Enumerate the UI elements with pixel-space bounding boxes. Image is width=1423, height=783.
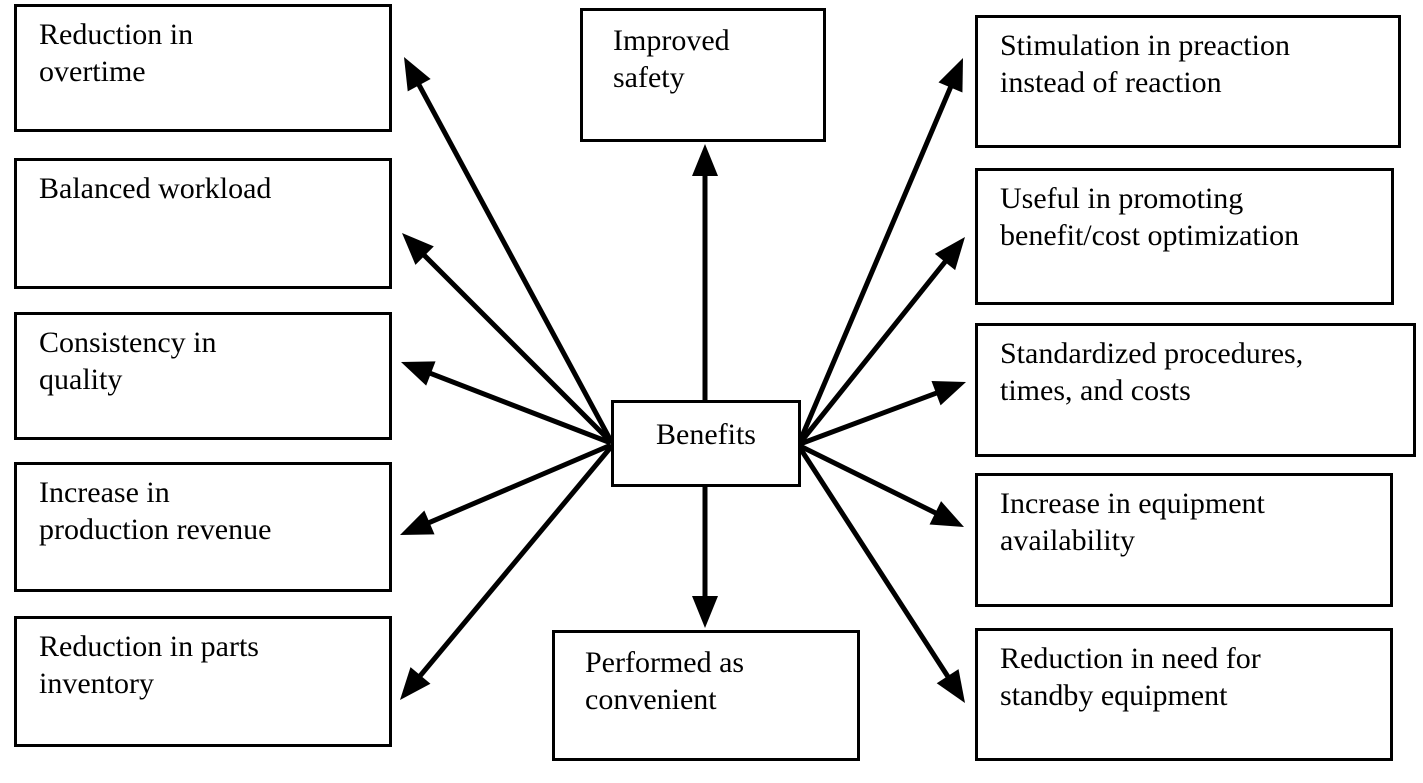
node-increase-in-equipment-availability[interactable]: Increase in equipment availability <box>975 473 1393 607</box>
node-label: Increase in production revenue <box>39 476 272 546</box>
node-improved-safety[interactable]: Improved safety <box>580 8 826 142</box>
node-label: Useful in promoting benefit/cost optimiz… <box>1000 182 1300 252</box>
node-label: Reduction in need for standby equipment <box>1000 642 1261 712</box>
node-label: Consistency in quality <box>39 326 217 396</box>
node-label: Reduction in overtime <box>39 18 194 88</box>
arrow-consistency-in-quality <box>401 361 612 446</box>
arrow-standardized-procedures-times-costs <box>799 381 966 447</box>
node-reduction-in-need-for-standby-equipment[interactable]: Reduction in need for standby equipment <box>975 628 1393 761</box>
node-label: Performed as convenient <box>585 646 745 716</box>
arrow-increase-in-equipment-availability <box>798 443 964 527</box>
node-standardized-procedures-times-costs[interactable]: Standardized procedures, times, and cost… <box>975 323 1416 457</box>
node-consistency-in-quality[interactable]: Consistency in quality <box>14 312 392 440</box>
arrow-useful-in-promoting-benefit-cost-optimization <box>798 237 965 445</box>
node-stimulation-in-preaction[interactable]: Stimulation in preaction instead of reac… <box>975 15 1401 148</box>
node-increase-in-production-revenue[interactable]: Increase in production revenue <box>14 462 392 592</box>
node-performed-as-convenient[interactable]: Performed as convenient <box>552 630 860 761</box>
node-label: Reduction in parts inventory <box>39 630 259 700</box>
arrow-improved-safety <box>692 144 718 400</box>
arrow-balanced-workload <box>402 233 613 444</box>
node-label: Increase in equipment availability <box>1000 487 1265 557</box>
arrow-performed-as-convenient <box>692 487 718 628</box>
node-benefits-center[interactable]: Benefits <box>611 400 801 487</box>
node-balanced-workload[interactable]: Balanced workload <box>14 158 392 289</box>
node-label: Improved safety <box>613 24 730 94</box>
node-reduction-in-parts-inventory[interactable]: Reduction in parts inventory <box>14 616 392 747</box>
node-reduction-in-overtime[interactable]: Reduction in overtime <box>14 4 392 132</box>
node-useful-in-promoting-benefit-cost-optimization[interactable]: Useful in promoting benefit/cost optimiz… <box>975 168 1394 305</box>
node-label: Standardized procedures, times, and cost… <box>1000 337 1304 407</box>
node-label: Balanced workload <box>39 172 272 205</box>
node-label: Stimulation in preaction instead of reac… <box>1000 29 1290 99</box>
arrow-increase-in-production-revenue <box>400 442 612 535</box>
node-label: Benefits <box>656 418 756 451</box>
